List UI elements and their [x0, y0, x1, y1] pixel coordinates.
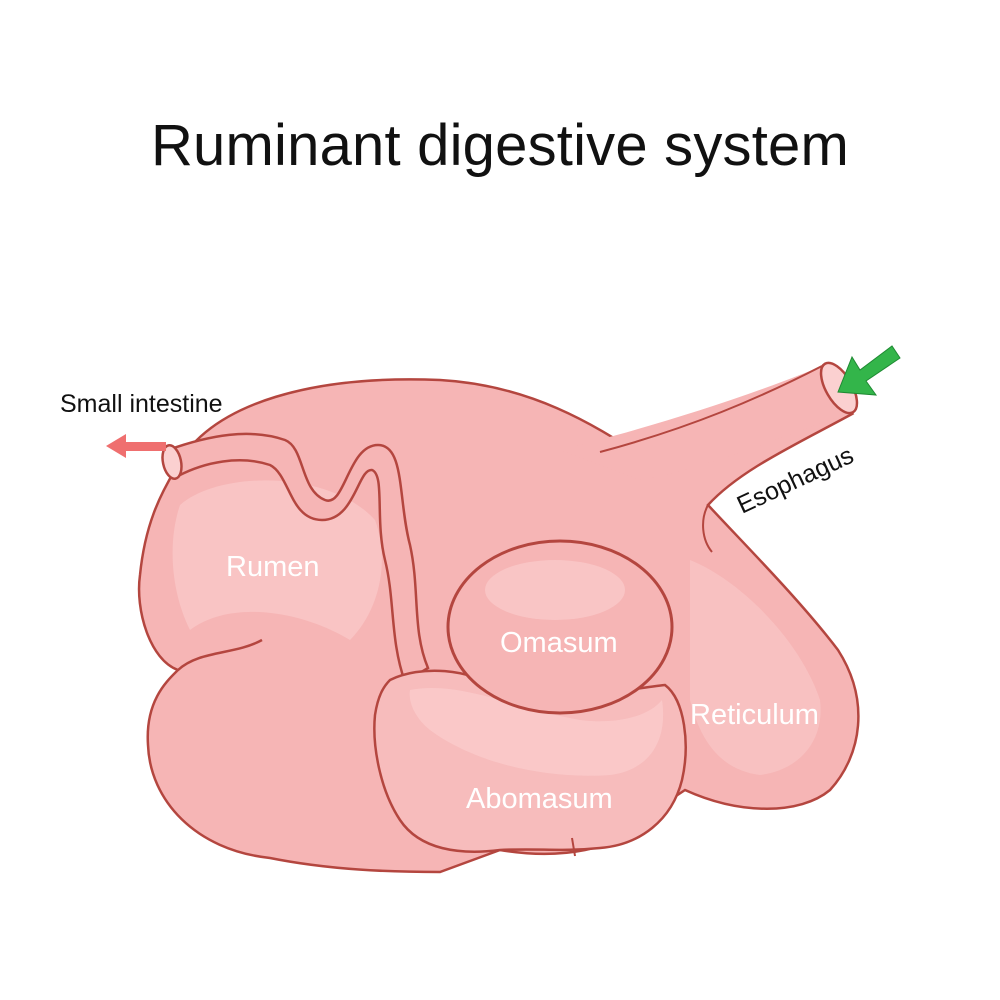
label-reticulum: Reticulum [690, 699, 819, 731]
arrow-out-of-intestine-icon [106, 434, 166, 458]
label-abomasum: Abomasum [466, 783, 613, 815]
abomasum [373, 669, 687, 857]
omasum [446, 539, 674, 715]
label-omasum: Omasum [500, 627, 618, 659]
diagram-title: Ruminant digestive system [150, 113, 850, 178]
arrow-into-esophagus-icon [837, 345, 901, 396]
reticulum [690, 560, 821, 775]
small-intestine-tube [161, 432, 430, 684]
label-rumen: Rumen [226, 551, 320, 583]
label-small-intestine: Small intestine [60, 390, 223, 418]
